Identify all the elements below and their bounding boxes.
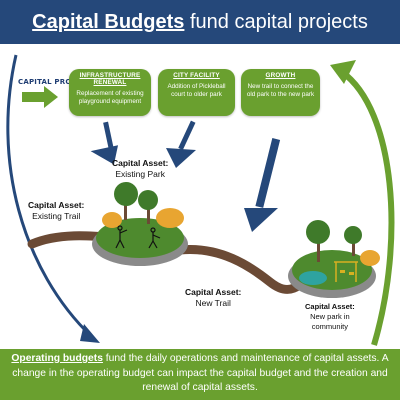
existing-park-label: Capital Asset: Existing Park (112, 158, 168, 180)
category-description: Replacement of existing playground equip… (76, 90, 144, 105)
title-bar: Capital Budgets fund capital projects (0, 0, 400, 44)
left-cycle-arrowhead (80, 324, 100, 343)
new-park-illustration (288, 220, 380, 298)
asset-label-name: Existing Trail (32, 211, 81, 221)
growth-box: GROWTH New trail to connect the old park… (241, 69, 320, 116)
category-title: CITY FACILITY (173, 72, 220, 79)
asset-label-heading: Capital Asset: (305, 302, 355, 311)
operating-budget-footer: Operating budgets fund the daily operati… (0, 349, 400, 400)
existing-park-illustration (92, 182, 188, 266)
new-park-label: Capital Asset: New park in community (305, 302, 355, 332)
asset-label-heading: Capital Asset: (28, 200, 85, 210)
asset-label-name: Existing Park (115, 169, 165, 179)
asset-label-name-line2: community (311, 322, 348, 331)
facility-down-arrow-icon (166, 120, 196, 168)
title-emphasis: Capital Budgets (32, 11, 185, 33)
capital-projects-label: CAPITAL PROJECTS (18, 78, 95, 86)
infrastructure-down-arrow-icon (90, 121, 119, 165)
existing-trail-label: Capital Asset: Existing Trail (28, 200, 84, 222)
footer-lead: Operating budgets (11, 353, 103, 364)
infrastructure-renewal-box: INFRASTRUCTURE RENEWAL Replacement of ex… (69, 69, 151, 116)
category-title: INFRASTRUCTURE RENEWAL (79, 72, 141, 86)
asset-label-name: New Trail (195, 298, 231, 308)
growth-down-arrow-icon (244, 138, 281, 232)
title-text: fund capital projects (184, 11, 368, 33)
right-cycle-arrowhead (330, 60, 356, 84)
asset-label-name: New park in (310, 312, 350, 321)
asset-label-heading: Capital Asset: (185, 287, 242, 297)
city-facility-box: CITY FACILITY Addition of Pickleball cou… (158, 69, 235, 116)
category-description: New trail to connect the old park to the… (246, 83, 315, 98)
left-cycle-arrow (6, 54, 94, 339)
footer-text: fund the daily operations and maintenanc… (12, 353, 389, 393)
capital-projects-arrow-icon (22, 86, 58, 108)
right-cycle-arrow (340, 69, 395, 346)
new-trail-label: Capital Asset: New Trail (185, 287, 241, 309)
category-title: GROWTH (265, 72, 296, 79)
asset-label-heading: Capital Asset: (112, 158, 169, 168)
category-description: Addition of Pickleball court to older pa… (167, 83, 226, 98)
